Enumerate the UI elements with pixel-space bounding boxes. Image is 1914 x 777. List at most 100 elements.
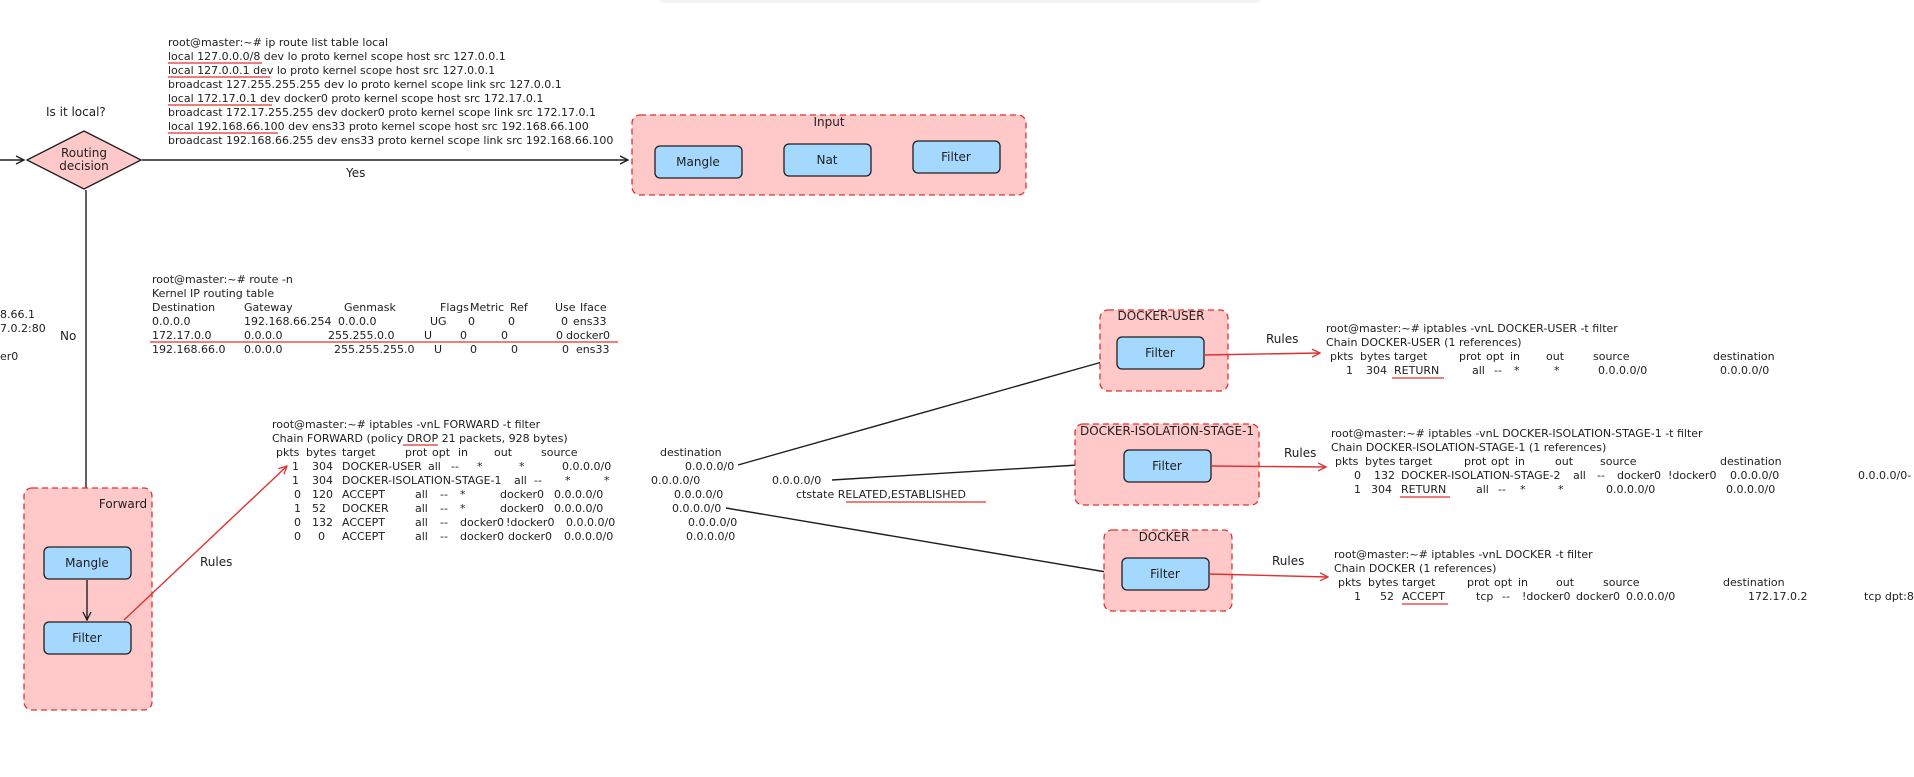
docker-header: pkts (1338, 576, 1362, 589)
connector-to-docker (725, 507, 1118, 574)
docker-user-header: out (1546, 350, 1565, 363)
route-title: Kernel IP routing table (152, 287, 274, 300)
route-cell: 172.17.0.0 (152, 329, 211, 342)
route-cell: 0 (460, 329, 467, 342)
forward-cell: 304 (312, 460, 333, 473)
forward-cell: 132 (312, 516, 333, 529)
docker-user-table: root@master:~# iptables -vnL DOCKER-USER… (1326, 322, 1775, 379)
yes-label: Yes (345, 166, 365, 180)
input-group: Input Mangle Nat Filter (631, 114, 1027, 196)
forward-cell: 0.0.0.0/0 (688, 516, 737, 529)
route-h-use: Use (555, 301, 576, 314)
forward-cell: 1 (292, 474, 299, 487)
forward-header: prot (405, 446, 428, 459)
forward-cell: 0.0.0.0/0 (554, 488, 603, 501)
forward-group-frame (23, 487, 153, 711)
isolation-cell: 0 (1354, 469, 1361, 482)
docker-user-header: bytes (1360, 350, 1391, 363)
forward-cell: ACCEPT (342, 516, 385, 529)
route-cell: ens33 (573, 315, 606, 328)
docker-isolation-rules-arrow (1211, 466, 1326, 467)
docker-user-cell: * (1514, 364, 1520, 377)
docker-user-rules-label: Rules (1266, 332, 1298, 346)
docker-header: in (1518, 576, 1528, 589)
isolation-cell: 0.0.0.0/0 (1726, 483, 1775, 496)
docker-user-header: target (1394, 350, 1428, 363)
forward-cmd: root@master:~# iptables -vnL FORWARD -t … (272, 418, 541, 431)
forward-cell: * (565, 474, 571, 487)
forward-cell: 120 (312, 488, 333, 501)
isolation-cell: * (1558, 483, 1564, 496)
forward-cell: * (519, 460, 525, 473)
forward-header: destination (660, 446, 722, 459)
forward-cell: DOCKER (342, 502, 389, 515)
isolation-cell: 0.0.0.0/0- (1858, 469, 1911, 482)
decision-question: Is it local? (46, 105, 106, 119)
ip-route-line-3: broadcast 127.255.255.255 dev lo proto k… (168, 78, 562, 91)
forward-cell: -- (451, 460, 459, 473)
forward-rules-arrow (123, 466, 287, 621)
isolation-header: in (1515, 455, 1525, 468)
docker-cell: ACCEPT (1402, 590, 1445, 603)
isolation-cell: 132 (1374, 469, 1395, 482)
forward-header: opt (432, 446, 451, 459)
forward-mangle-box (43, 546, 132, 580)
docker-user-cell: * (1554, 364, 1560, 377)
forward-cell: 0.0.0.0/0 (566, 516, 615, 529)
route-cmd: root@master:~# route -n (152, 273, 293, 286)
isolation-cell: 0.0.0.0/0 (1606, 483, 1655, 496)
forward-cell: 0 (294, 530, 301, 543)
docker-header: opt (1494, 576, 1513, 589)
top-edge-shadow (660, 0, 1260, 3)
route-cell: 0 (561, 315, 568, 328)
decision-label-line1: Routing (61, 146, 107, 160)
isolation-cell: -- (1597, 469, 1605, 482)
docker-rules-arrow (1209, 574, 1328, 577)
docker-isolation-filter-label: Filter (1152, 459, 1182, 473)
route-cell: 192.168.66.254 (244, 315, 331, 328)
forward-cell: -- (534, 474, 542, 487)
isolation-header: prot (1464, 455, 1487, 468)
routing-decision-diamond (25, 130, 143, 190)
docker-cell: 0.0.0.0/0 (1626, 590, 1675, 603)
docker-filter-label: Filter (1150, 567, 1180, 581)
route-cell: U (434, 343, 442, 356)
forward-header: target (342, 446, 376, 459)
forward-cell: docker0 (500, 488, 544, 501)
isolation-cell: all (1573, 469, 1586, 482)
docker-cell: !docker0 (1522, 590, 1570, 603)
route-cell: 0.0.0.0 (152, 315, 190, 328)
forward-chain: Chain FORWARD (policy DROP 21 packets, 9… (272, 432, 568, 445)
forward-cell: 0.0.0.0/0 (562, 460, 611, 473)
forward-cell: 0 (318, 530, 325, 543)
docker-isolation-filter-box (1123, 449, 1212, 483)
forward-filter-box (43, 621, 132, 655)
left-cut-text-2: 7.0.2:80 (0, 322, 46, 335)
docker-user-header: prot (1459, 350, 1482, 363)
isolation-cell: 304 (1371, 483, 1392, 496)
forward-group: Forward Mangle Filter (23, 487, 153, 711)
route-cell: ens33 (576, 343, 609, 356)
ip-route-line-0: root@master:~# ip route list table local (168, 36, 388, 49)
docker-user-cell: 304 (1366, 364, 1387, 377)
no-label: No (60, 329, 76, 343)
forward-cell: all (415, 530, 428, 543)
isolation-header: destination (1720, 455, 1782, 468)
ip-route-line-6: local 192.168.66.100 dev ens33 proto ker… (168, 120, 589, 133)
docker-user-title: DOCKER-USER (1117, 309, 1204, 323)
docker-cell: 1 (1354, 590, 1361, 603)
route-h-metric: Metric (470, 301, 504, 314)
docker-user-group: DOCKER-USER Filter (1099, 309, 1229, 392)
input-group-title: Input (813, 115, 844, 129)
docker-cell: -- (1502, 590, 1510, 603)
docker-cell: tcp dpt:8 (1864, 590, 1914, 603)
route-cell: 0 (511, 343, 518, 356)
docker-user-cmd: root@master:~# iptables -vnL DOCKER-USER… (1326, 322, 1618, 335)
forward-cell: docker0 (508, 530, 552, 543)
docker-filter-box (1121, 557, 1210, 591)
input-filter-box (912, 140, 1001, 174)
docker-user-header: opt (1486, 350, 1505, 363)
left-cut-text-3: er0 (0, 350, 18, 363)
docker-cell: 52 (1380, 590, 1394, 603)
forward-cell: 1 (294, 502, 301, 515)
